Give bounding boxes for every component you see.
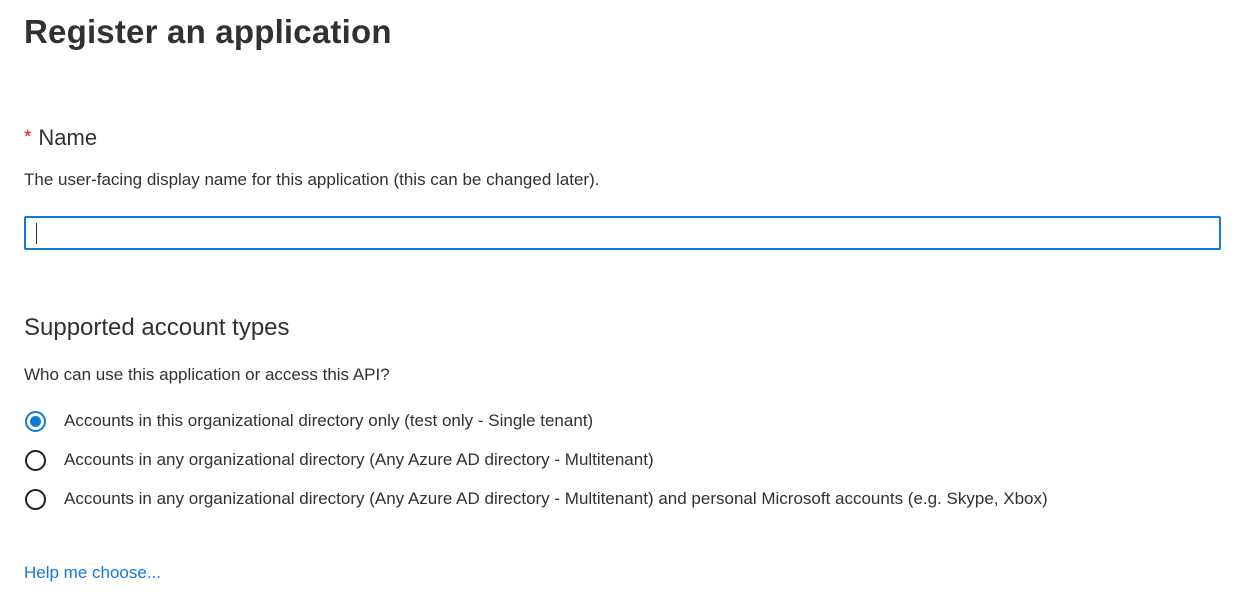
radio-option-label[interactable]: Accounts in any organizational directory…: [64, 489, 1048, 509]
radio-option-multitenant-personal[interactable]: Accounts in any organizational directory…: [24, 488, 1221, 512]
radio-option-single-tenant[interactable]: Accounts in this organizational director…: [24, 410, 1221, 434]
radio-button-icon[interactable]: [25, 489, 46, 511]
radio-button-icon[interactable]: [25, 411, 46, 433]
supported-account-types-section: Supported account types Who can use this…: [24, 314, 1221, 582]
account-types-question: Who can use this application or access t…: [24, 365, 390, 385]
name-field-label-row: * Name: [24, 125, 1221, 151]
name-input[interactable]: [24, 216, 1221, 251]
page-title: Register an application: [24, 13, 392, 50]
radio-option-label[interactable]: Accounts in this organizational director…: [64, 411, 594, 431]
register-application-page: Register an application * Name The user-f…: [24, 13, 1221, 582]
radio-option-label[interactable]: Accounts in any organizational directory…: [64, 450, 654, 470]
account-type-radio-group: Accounts in this organizational director…: [24, 410, 1221, 512]
text-caret: [36, 222, 37, 244]
name-field-label: Name: [38, 124, 98, 150]
required-asterisk: *: [24, 126, 32, 148]
radio-option-multitenant[interactable]: Accounts in any organizational directory…: [24, 449, 1221, 473]
name-field-description: The user-facing display name for this ap…: [24, 169, 600, 189]
name-field-section: * Name The user-facing display name for t…: [24, 125, 1221, 251]
help-me-choose-link[interactable]: Help me choose...: [24, 562, 162, 582]
radio-button-icon[interactable]: [25, 450, 46, 472]
supported-account-types-heading: Supported account types: [24, 314, 290, 342]
